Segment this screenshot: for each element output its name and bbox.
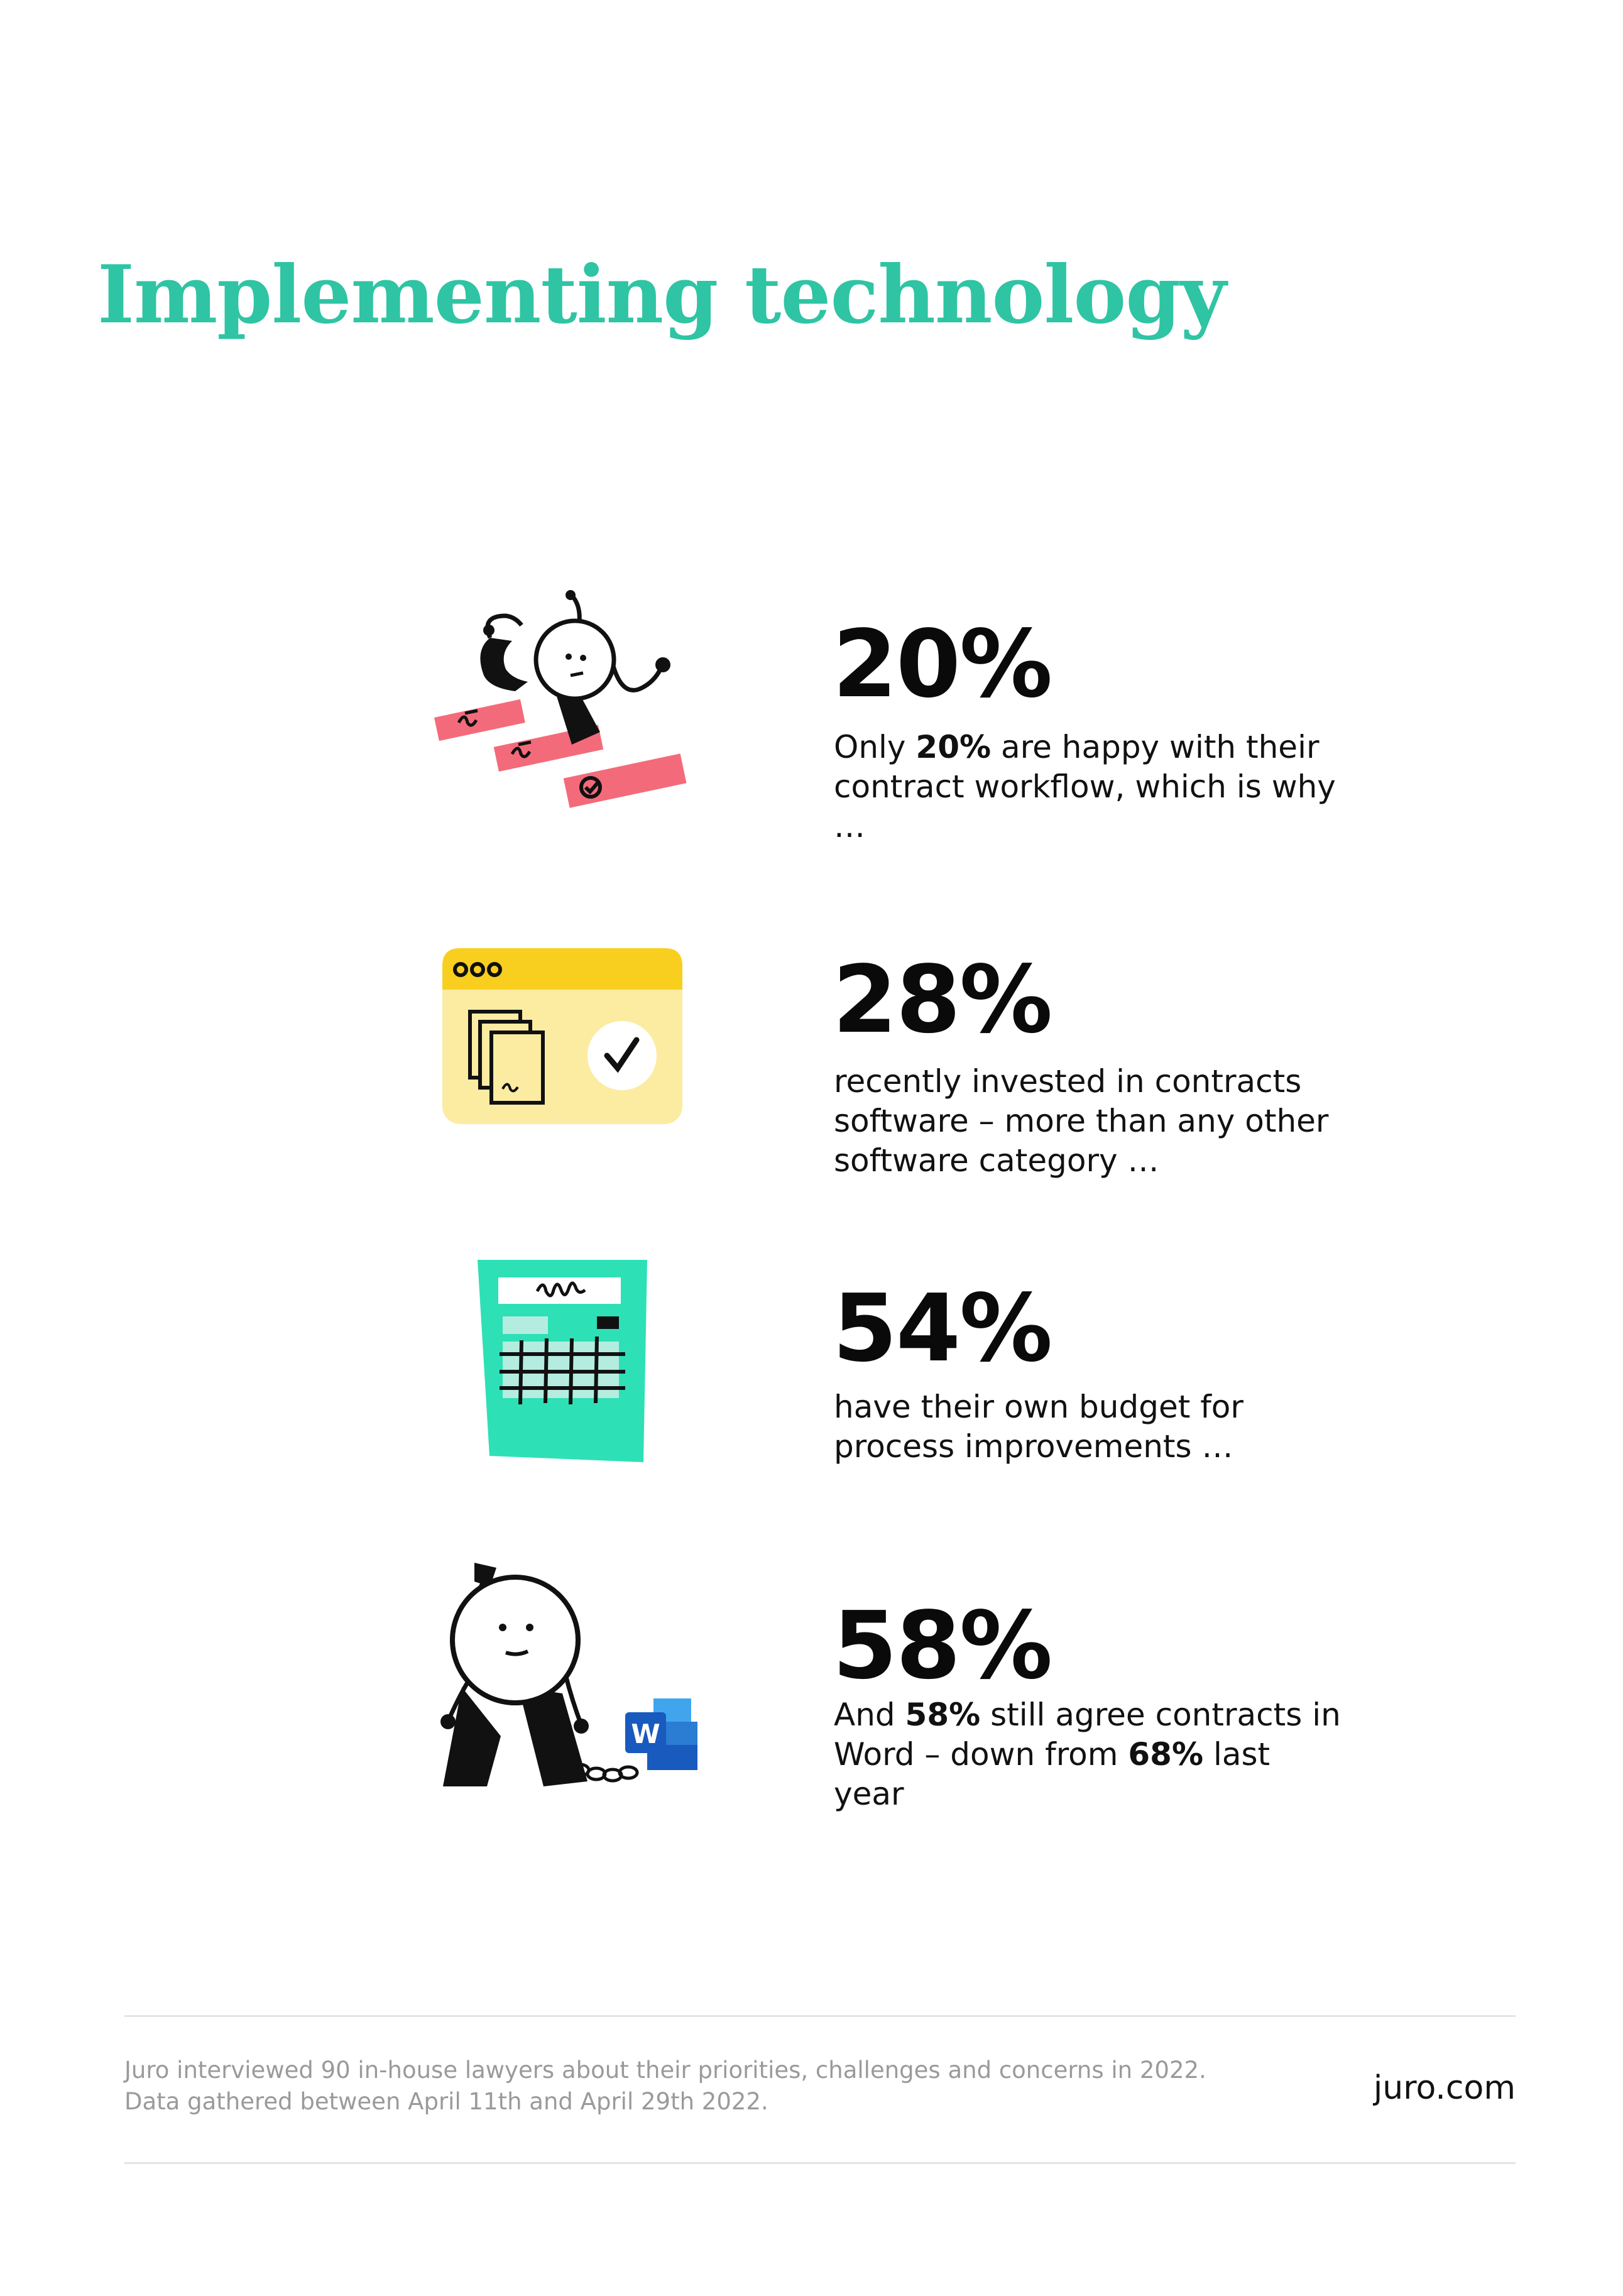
page-title: Implementing technology — [97, 248, 1227, 341]
footer-divider-bottom — [124, 2162, 1516, 2164]
stat-value: 54% — [833, 1274, 1052, 1382]
footnote-line: Juro interviewed 90 in-house lawyers abo… — [124, 2057, 1206, 2084]
stat-value: 28% — [833, 946, 1052, 1054]
stat-value: 20% — [833, 610, 1052, 718]
stat-description: And 58% still agree contracts in Word – … — [834, 1697, 1341, 1812]
browser-contracts-check-icon — [442, 948, 682, 1124]
stat-value: 58% — [833, 1592, 1052, 1700]
word-logo-icon: W — [631, 1719, 660, 1749]
running-figure-signing-icon — [434, 590, 687, 808]
calculator-icon — [478, 1260, 647, 1462]
footnote-line: Data gathered between April 11th and Apr… — [124, 2088, 768, 2115]
site-link[interactable]: juro.com — [1373, 2069, 1516, 2107]
figure-chained-to-word-icon — [440, 1563, 697, 1786]
stat-description: recently invested in contracts software … — [834, 1063, 1329, 1179]
stat-description: Only 20% are happy with their contract w… — [834, 729, 1336, 845]
stat-description: have their own budget for process improv… — [834, 1389, 1243, 1465]
footer-divider-top — [124, 2015, 1516, 2017]
survey-footnote: Juro interviewed 90 in-house lawyers abo… — [124, 2055, 1318, 2118]
